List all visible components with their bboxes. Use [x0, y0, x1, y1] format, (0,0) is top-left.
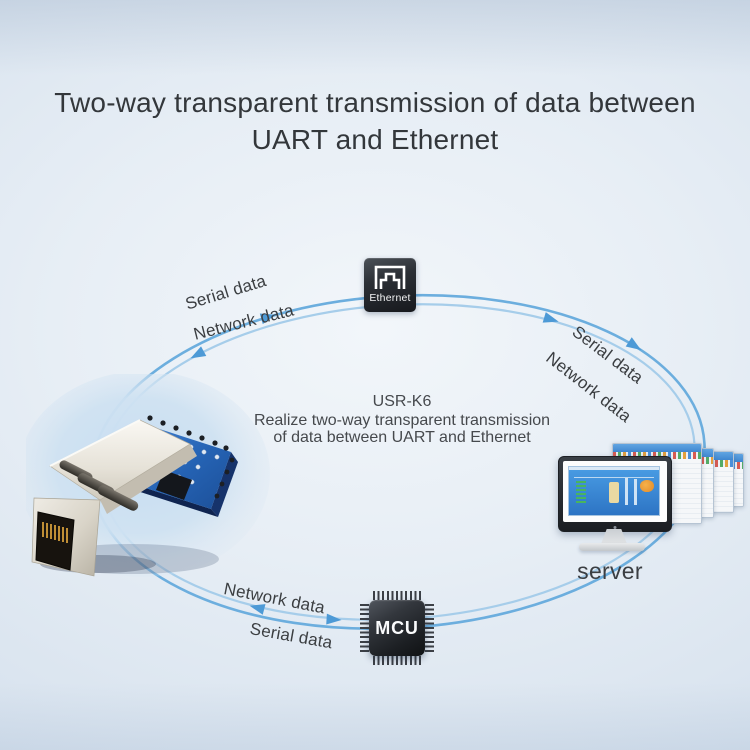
chip-pins-bottom: [373, 656, 421, 665]
monitor-screen: [563, 461, 667, 522]
model-name: USR-K6: [372, 393, 432, 410]
module-illustration: [18, 371, 270, 577]
caption-line-1: Realize two-way transparent transmission: [253, 411, 551, 429]
scada-app-window: [568, 466, 660, 516]
mcu-label: MCU: [375, 617, 419, 638]
rj45-port-icon: [374, 265, 406, 289]
monitor: [558, 456, 672, 532]
ethernet-label: Ethernet: [369, 292, 411, 304]
page-title: Two-way transparent transmission of data…: [0, 84, 750, 158]
title-line-1: Two-way transparent transmission of data…: [54, 87, 696, 118]
chip-pins-left: [360, 604, 369, 652]
mcu-chip-icon: MCU: [360, 591, 434, 665]
usr-k6-module-photo: [18, 371, 270, 590]
flow-arrow-icon: [625, 337, 642, 351]
monitor-stand: [601, 529, 627, 544]
server-monitor-icon: [548, 436, 748, 586]
chip-body: MCU: [369, 600, 425, 656]
chip-pins-top: [373, 591, 421, 600]
caption-line-2: of data between UART and Ethernet: [273, 429, 531, 446]
chip-pins-right: [425, 604, 434, 652]
flow-arrow-icon: [326, 613, 342, 625]
flow-arrow-icon: [259, 313, 276, 325]
flow-arrow-icon: [542, 312, 559, 323]
server-label: server: [577, 558, 643, 584]
flow-arrow-icon: [249, 604, 266, 615]
ethernet-node: Ethernet: [364, 258, 416, 312]
monitor-base: [579, 543, 645, 551]
title-line-2: UART and Ethernet: [251, 124, 499, 155]
center-caption: USR-K6 Realize two-way transparent trans…: [254, 393, 550, 447]
flow-arrow-icon: [190, 346, 207, 359]
